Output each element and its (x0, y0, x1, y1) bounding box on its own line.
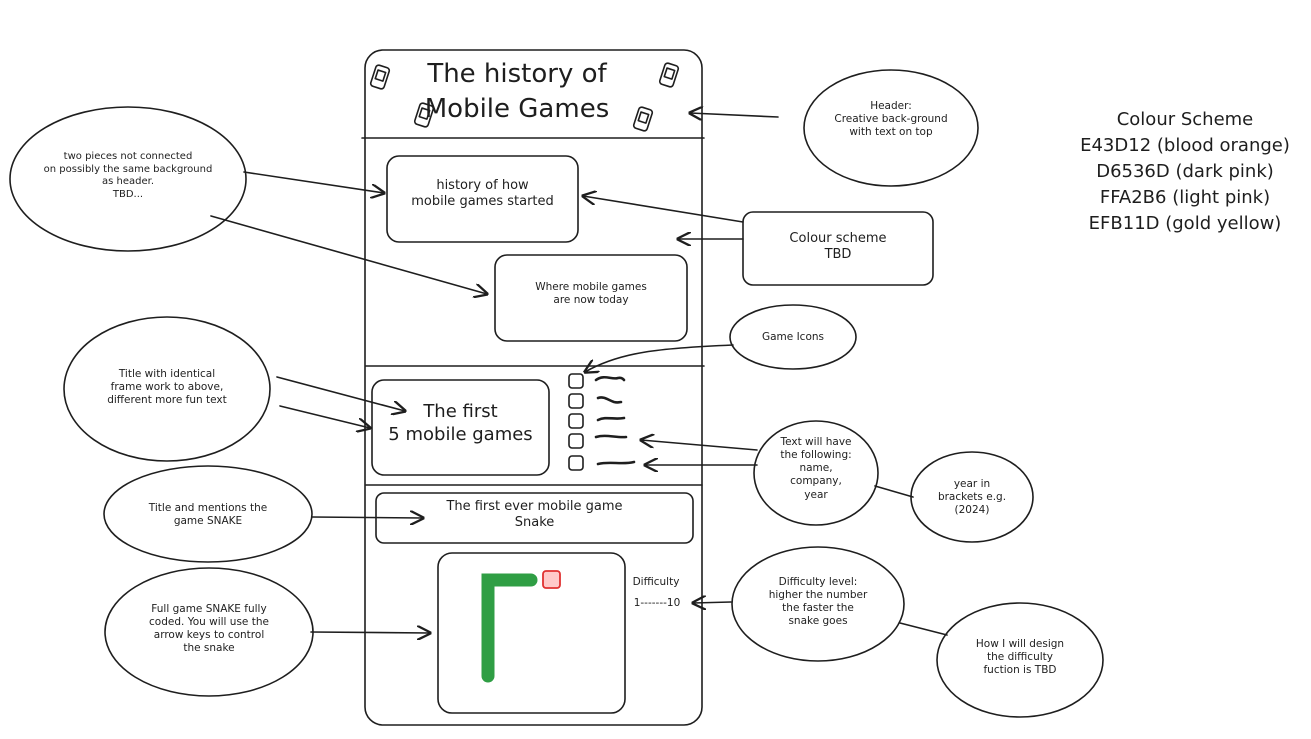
now-today-text: Where mobile games are now today (535, 281, 647, 307)
full-game-text: Full game SNAKE fully coded. You will us… (149, 603, 269, 655)
colour-scheme-heading: Colour Scheme (1116, 109, 1254, 130)
how-design-ellipse (936, 602, 1104, 718)
history-started-box (386, 155, 579, 243)
squiggle-line-icon (596, 460, 636, 466)
colour-scheme-item: FFA2B6 (light pink) (1099, 187, 1271, 208)
squiggle-line-icon (596, 416, 626, 422)
how-design-text: How I will design the difficulty fuction… (975, 638, 1065, 677)
checkbox-icon (568, 433, 584, 449)
header-note-ellipse (803, 69, 979, 187)
colour-scheme-item: E43D12 (blood orange) (1080, 135, 1290, 156)
connector-line (899, 622, 948, 636)
two-pieces-text: two pieces not connected on possibly the… (43, 151, 213, 200)
checkbox-icon (568, 455, 584, 471)
squiggle-line-icon (594, 375, 626, 382)
colour-scheme-tbd-box (742, 211, 934, 286)
game-icons-text: Game Icons (761, 331, 824, 343)
colour-scheme-item: D6536D (dark pink) (1096, 161, 1274, 182)
phone-icon (658, 62, 680, 88)
arrow (210, 215, 487, 294)
arrow (310, 632, 430, 633)
arrow (693, 602, 732, 603)
snake-game-box (437, 552, 626, 714)
arrow (311, 517, 423, 518)
phone-icon (369, 64, 391, 90)
snake-body (481, 573, 538, 683)
checkbox-icon (568, 393, 584, 409)
two-pieces-ellipse (9, 106, 247, 252)
colour-scheme-item: EFB11D (gold yellow) (1088, 213, 1282, 234)
year-brackets-text: year in brackets e.g. (2024) (937, 478, 1007, 517)
checkbox-icon (568, 373, 584, 389)
arrow (276, 376, 405, 411)
difficulty-range: 1-------10 (633, 597, 681, 609)
difficulty-level-text: Difficulty level: higher the number the … (768, 576, 868, 628)
text-will-have-text: Text will have the following: name, comp… (780, 436, 852, 501)
arrow (690, 113, 779, 117)
game-icons-ellipse (729, 304, 857, 370)
difficulty-level-ellipse (731, 546, 905, 662)
connector-line (874, 485, 914, 498)
snake-food (542, 570, 561, 589)
arrow (279, 405, 370, 428)
arrow (243, 171, 384, 193)
title-snake-text: Title and mentions the game SNAKE (148, 502, 268, 528)
text-will-have-ellipse (753, 420, 879, 526)
checkbox-icon (568, 413, 584, 429)
colour-scheme-tbd-text: Colour scheme TBD (789, 231, 887, 263)
title-snake-ellipse (103, 465, 313, 563)
first-ever-title: The first ever mobile game Snake (446, 499, 623, 531)
phone-frame (364, 49, 703, 726)
page-title: The history of Mobile Games (424, 59, 610, 125)
first-five-title: The first 5 mobile games (388, 401, 533, 445)
squiggle-line-icon (594, 434, 628, 439)
history-started-text: history of how mobile games started (411, 178, 554, 210)
arrow (583, 196, 744, 223)
phone-icon (632, 106, 654, 132)
header-note-text: Header: Creative back-ground with text o… (834, 100, 948, 139)
now-today-box (494, 254, 688, 342)
arrow (585, 344, 734, 372)
difficulty-label: Difficulty (632, 576, 680, 588)
squiggle-line-icon (596, 396, 623, 404)
title-identical-text: Title with identical frame work to above… (107, 368, 227, 407)
arrow (641, 440, 758, 451)
phone-icon (413, 102, 435, 128)
title-identical-ellipse (63, 316, 271, 462)
